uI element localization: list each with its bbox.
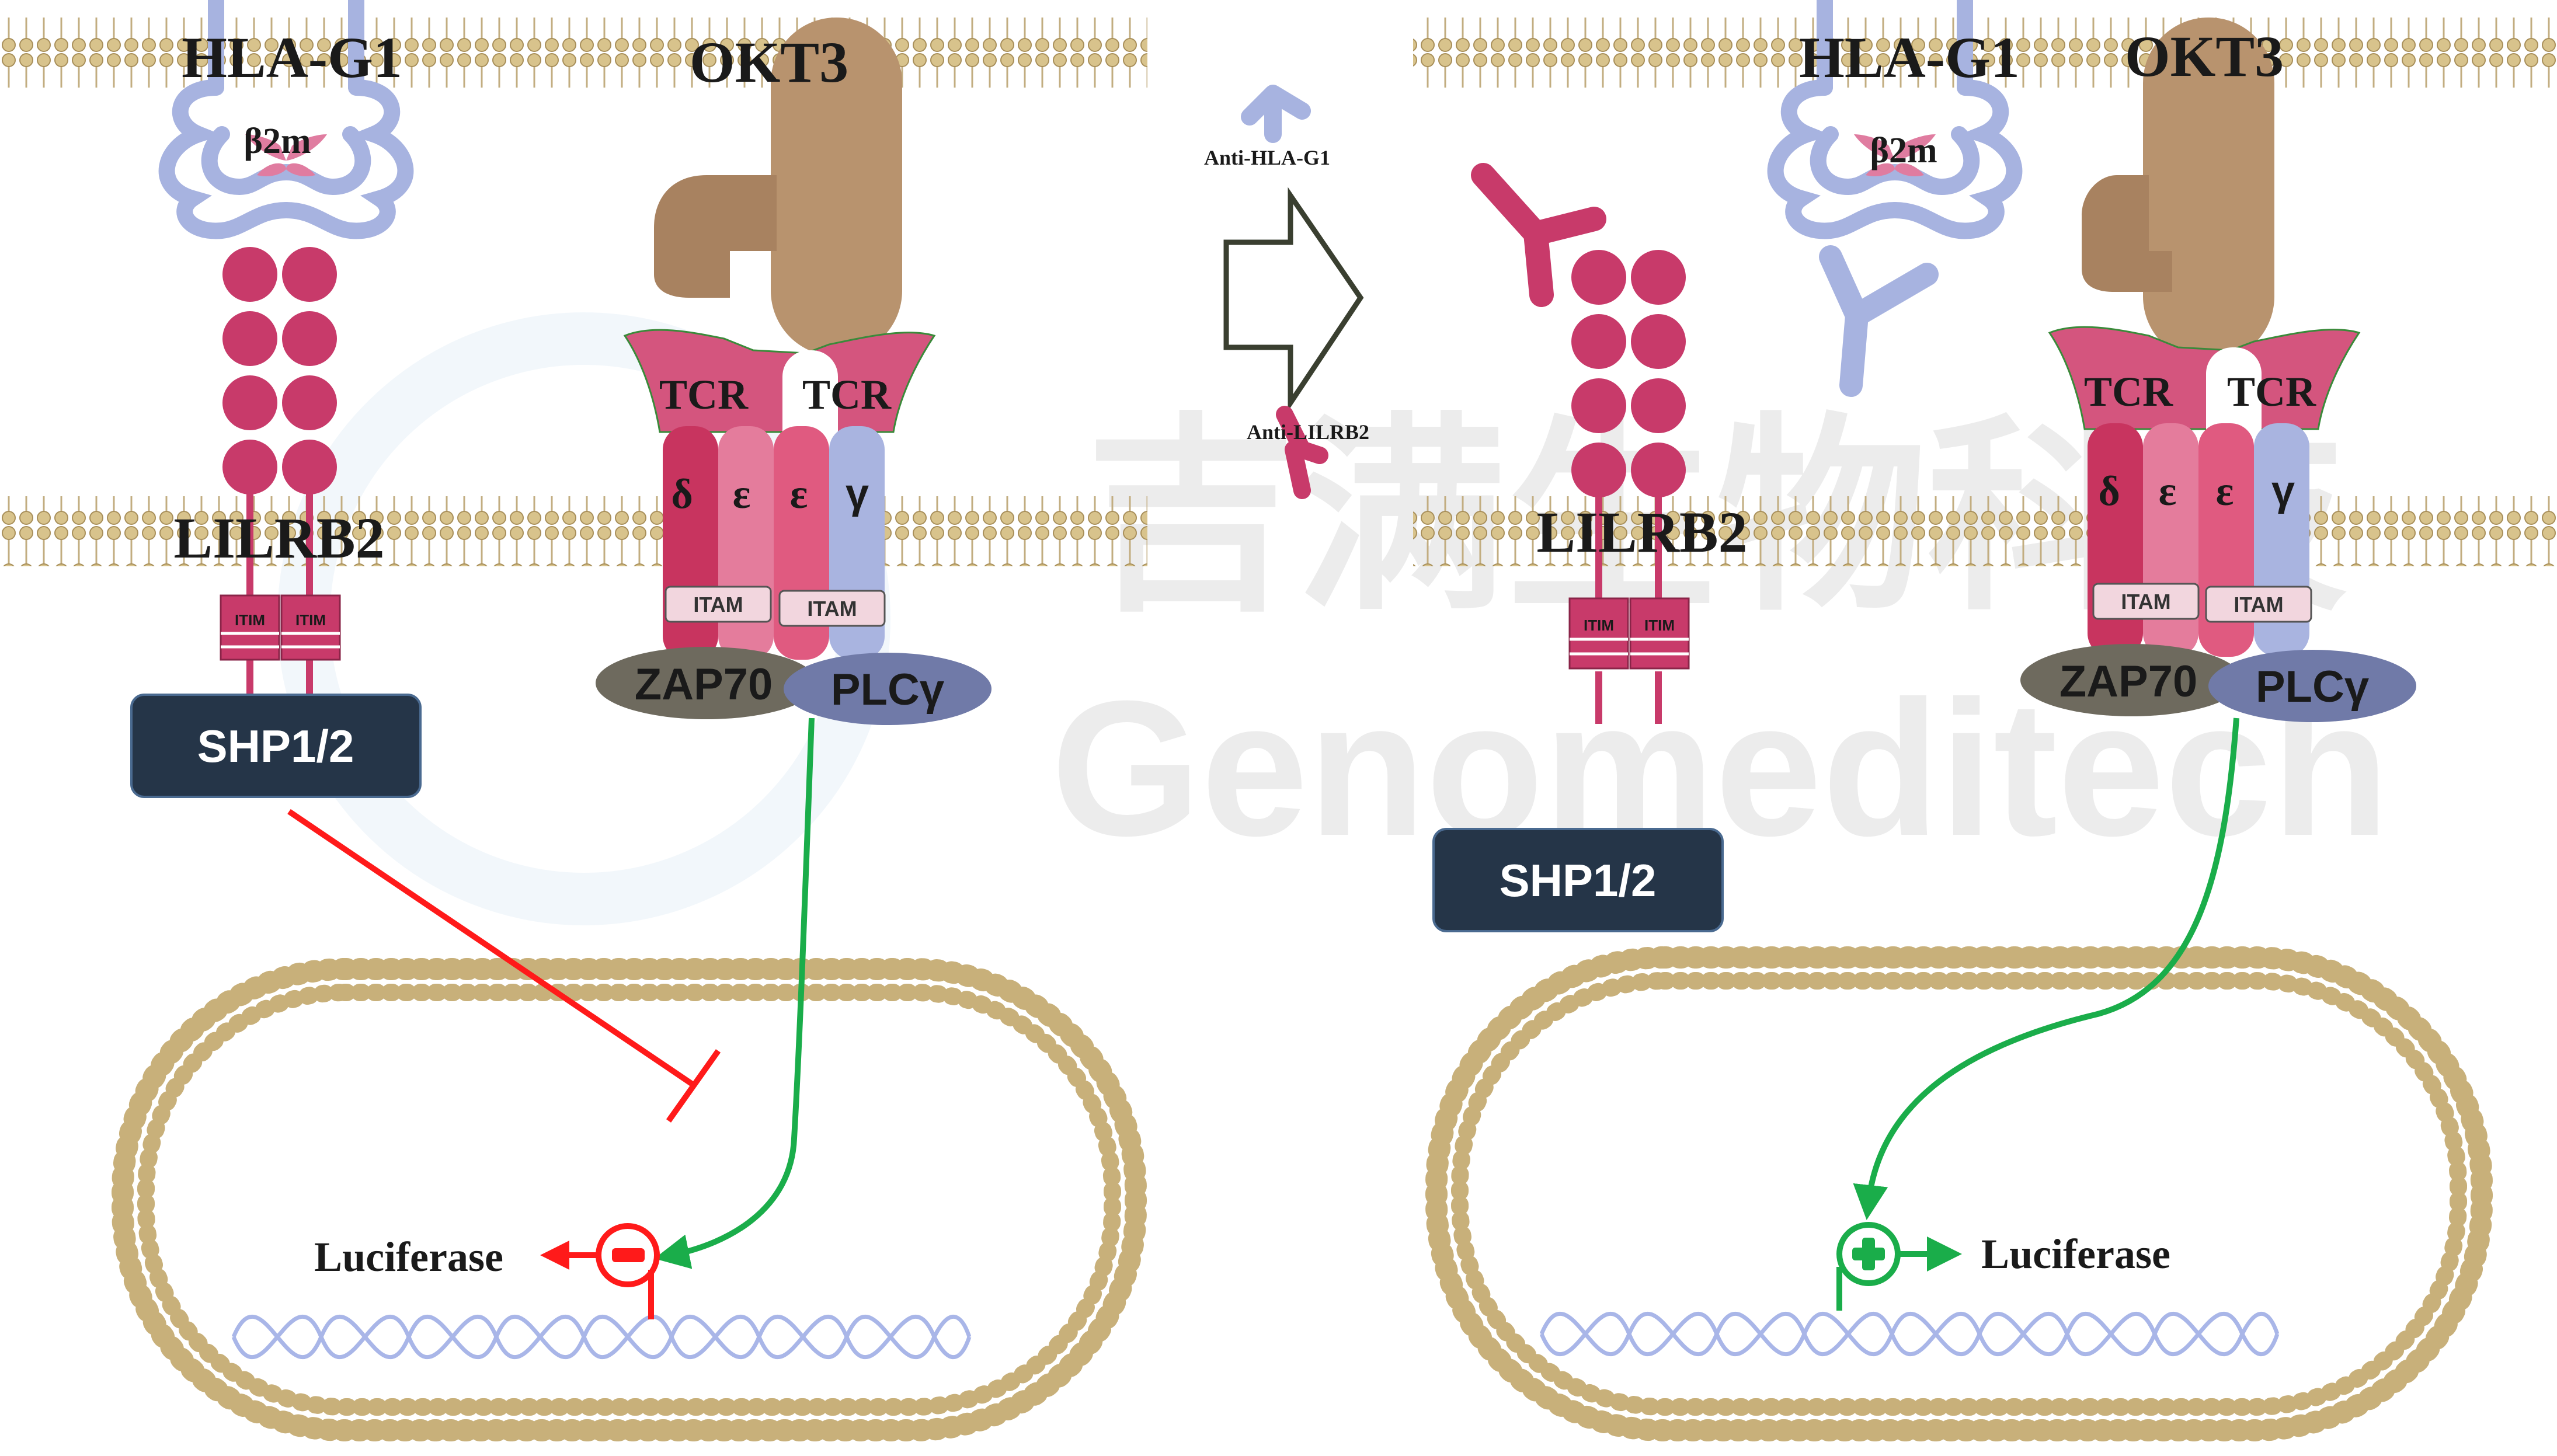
nucleus-right: [1425, 946, 2493, 1441]
bound-anti-lilrb2: [1471, 163, 1606, 307]
tcr-complex-right: TCR TCR δ ε ε γ ITAM ITAM: [2048, 326, 2361, 657]
itim-left-2: ITIM: [280, 594, 341, 661]
gamma-label-right: γ: [2271, 468, 2295, 514]
active-promoter-right: [1836, 1222, 1962, 1311]
anti-hla-g1-antibody: [1241, 85, 1311, 143]
dna-left: [231, 1314, 972, 1360]
plcg-label-left: PLCγ: [831, 665, 944, 715]
okt3-label-right: OKT3: [2125, 24, 2284, 89]
zap70-label-left: ZAP70: [635, 660, 773, 709]
repressed-promoter-left: [540, 1223, 660, 1319]
zap70-right: [2020, 644, 2242, 716]
luciferase-label-left: Luciferase: [314, 1234, 503, 1280]
okt3-right: [2082, 18, 2274, 362]
hla-g1-left: [158, 0, 414, 239]
tcr-complex-left: TCR TCR δ ε ε γ ITAM ITAM: [623, 329, 936, 660]
plcg-right: [2208, 650, 2416, 722]
nucleus-left: [112, 958, 1147, 1441]
effector-membrane-left: [0, 496, 1147, 566]
activation-arrow-left: [654, 717, 815, 1269]
hla-g1-label-left: HLA-G1: [182, 25, 402, 90]
itim-label-right-2: ITIM: [1644, 616, 1675, 634]
tcr-label-right-b: TCR: [2227, 368, 2316, 415]
activation-arrow-right: [1853, 717, 2239, 1220]
plcg-left: [784, 653, 992, 725]
epsilon1-label-left: ε: [733, 471, 751, 517]
itam-label-left-2: ITAM: [807, 597, 857, 621]
top-membrane-right: [1413, 18, 2557, 88]
tcr-label-right-a: TCR: [2084, 368, 2173, 415]
itam-label-right-1: ITAM: [2121, 590, 2170, 614]
itam-label-left-1: ITAM: [693, 593, 743, 616]
shp-label-left: SHP1/2: [197, 720, 354, 772]
hla-g1-label-right: HLA-G1: [1799, 25, 2020, 90]
shp-box-right: SHP1/2: [1432, 828, 1724, 932]
bound-anti-hla-g1: [1819, 245, 1939, 397]
luciferase-label-right: Luciferase: [1981, 1231, 2170, 1277]
dna-right: [1539, 1311, 2280, 1357]
itim-label-left-2: ITIM: [295, 611, 326, 629]
tcr-label-left-a: TCR: [659, 371, 749, 418]
itim-label-left-1: ITIM: [235, 611, 265, 629]
inhibition-line-left: [287, 809, 721, 1123]
delta-label-right: δ: [2098, 468, 2120, 514]
epsilon2-label-right: ε: [2216, 468, 2234, 514]
lilrb2-right: [1571, 250, 1686, 724]
lilrb2-label-right: LILRB2: [1536, 500, 1747, 565]
itam-label-right-2: ITAM: [2234, 593, 2283, 616]
b2m-left: [245, 134, 327, 176]
itim-label-right-1: ITIM: [1584, 616, 1614, 634]
lilrb2-label-left: LILRB2: [173, 506, 384, 570]
b2m-label-left: β2m: [243, 121, 311, 161]
epsilon1-label-right: ε: [2159, 468, 2177, 514]
anti-lilrb2-label: Anti-LILRB2: [1247, 420, 1369, 444]
tcr-label-left-b: TCR: [802, 371, 892, 418]
hla-g1-right: [1767, 0, 2023, 239]
shp-box-left: SHP1/2: [130, 694, 422, 798]
anti-lilrb2-antibody: [1276, 406, 1328, 499]
b2m-right: [1854, 134, 1936, 176]
effector-membrane-right: [1413, 496, 2557, 566]
plcg-label-right: PLCγ: [2256, 662, 2369, 712]
itim-right-1: ITIM: [1568, 597, 1629, 670]
delta-label-left: δ: [671, 471, 693, 517]
lilrb2-left: [222, 247, 337, 712]
b2m-label-right: β2m: [1870, 131, 1937, 170]
anti-hla-g1-label: Anti-HLA-G1: [1204, 146, 1330, 169]
okt3-label-left: OKT3: [690, 30, 848, 95]
itim-right-2: ITIM: [1629, 597, 1690, 670]
itim-left-1: ITIM: [220, 594, 280, 661]
gamma-label-left: γ: [846, 471, 869, 517]
zap70-left: [596, 647, 817, 719]
epsilon2-label-left: ε: [790, 471, 808, 517]
top-membrane-left: [0, 18, 1147, 88]
transition-arrow-icon: [1223, 187, 1364, 412]
shp-label-right: SHP1/2: [1500, 855, 1657, 906]
okt3-left: [654, 18, 902, 356]
zap70-label-right: ZAP70: [2059, 657, 2198, 706]
